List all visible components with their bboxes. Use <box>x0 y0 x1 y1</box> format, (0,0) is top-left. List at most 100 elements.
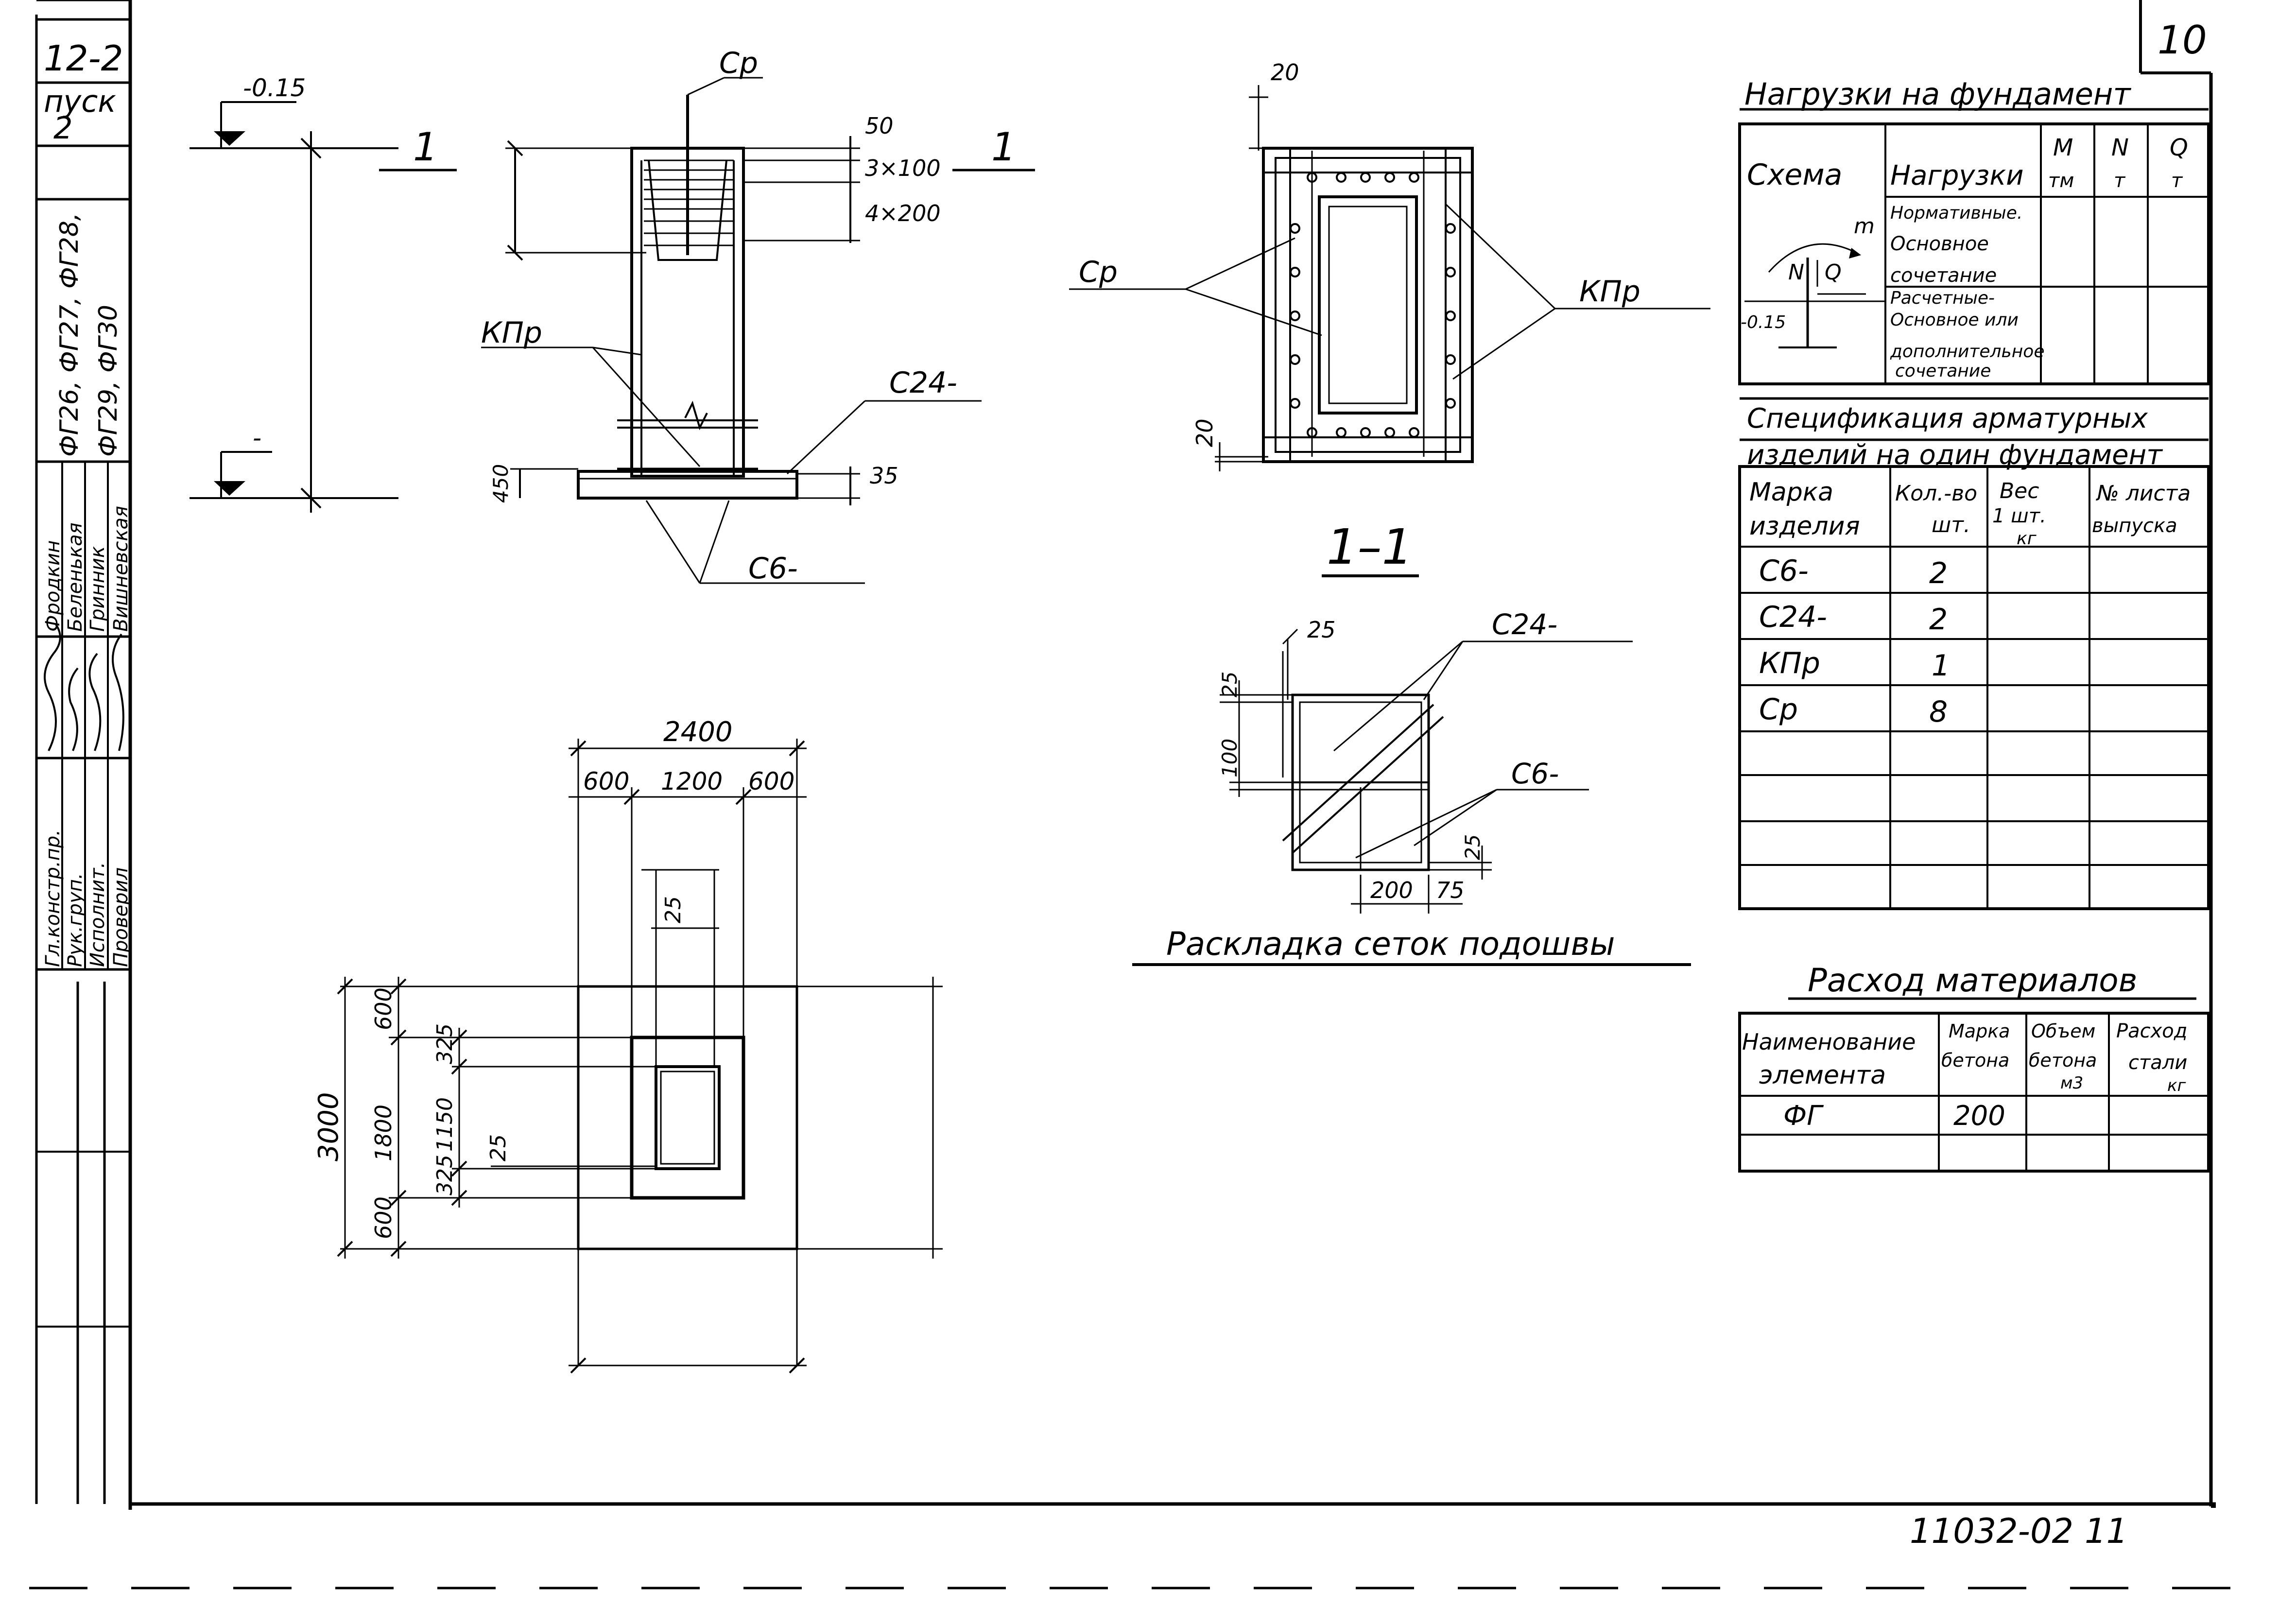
dim-3x100: 3×100 <box>865 155 941 181</box>
loads-header-n-unit: т <box>2114 170 2126 192</box>
loads-table <box>1738 108 2210 441</box>
sheet-frame <box>29 0 2274 1590</box>
spec-header-weight-3: кг <box>2017 529 2037 549</box>
loads-row1-line1: Нормативные. <box>1890 203 2022 223</box>
section-1-1 <box>1069 85 1710 577</box>
mesh-dim-100: 100 <box>1218 739 1242 778</box>
loads-row2-line4: сочетание <box>1895 361 1991 381</box>
section-dim-bottom: 20 <box>1191 418 1218 447</box>
bar-dot <box>1409 427 1419 438</box>
spec-title-2: изделий на один фундамент <box>1747 439 2163 471</box>
spec-header-qty-1: Кол.-во <box>1895 481 1977 506</box>
scheme-label-n: N <box>1788 260 1804 285</box>
plan-h-mid: 1800 <box>370 1105 397 1161</box>
foundation-marks-2: ФГ29, ФГ30 <box>94 305 123 457</box>
foundation-marks-1: ФГ26, ФГ27, ФГ28, <box>55 213 84 457</box>
materials-header-volume-3: м3 <box>2060 1073 2083 1093</box>
elevation-label-c24: С24- <box>889 366 957 400</box>
spec-header-qty-2: шт. <box>1932 513 1970 537</box>
section-dim-top: 20 <box>1271 59 1299 86</box>
bar-dot <box>1445 311 1456 321</box>
role-1: Гл.констр.пр. <box>42 829 64 967</box>
section-label-sr: Ср <box>1079 255 1118 289</box>
plan-gap-side: 25 <box>486 1134 511 1161</box>
dim-35: 35 <box>870 463 898 489</box>
materials-row-1-grade: 200 <box>1953 1100 2005 1132</box>
bar-dot <box>1384 172 1395 183</box>
bar-dot <box>1290 223 1300 234</box>
materials-header-steel-3: кг <box>2167 1076 2187 1095</box>
name-1: Фродкин <box>42 540 64 632</box>
materials-header-steel-1: Расход <box>2116 1020 2187 1042</box>
bar-dot <box>1307 427 1317 438</box>
issue-number: 2 <box>53 110 72 146</box>
scheme-label-level: -0.15 <box>1741 312 1786 332</box>
materials-title: Расход материалов <box>1808 962 2138 999</box>
series-top: 12-2 <box>44 38 123 79</box>
loads-header-loads: Нагрузки <box>1890 160 2024 191</box>
spec-title-1: Спецификация арматурных <box>1747 403 2148 434</box>
mesh-label-c6: С6- <box>1511 757 1559 790</box>
loads-header-scheme: Схема <box>1747 158 1842 192</box>
elevation-label-sr: Ср <box>719 46 758 80</box>
spec-row-1-qty: 2 <box>1929 556 1948 590</box>
plan-w-left: 600 <box>583 767 629 795</box>
role-3: Исполнит. <box>86 862 109 967</box>
spec-header-weight-2: 1 шт. <box>1992 505 2046 527</box>
materials-header-grade-2: бетона <box>1941 1050 2009 1071</box>
plan-h-bot: 600 <box>370 1196 397 1239</box>
bar-dot <box>1445 223 1456 234</box>
loads-row2-line2: Основное или <box>1890 310 2019 330</box>
mesh-title: Раскладка сеток подошвы <box>1166 925 1615 963</box>
loads-row1-line3: сочетание <box>1890 264 1997 287</box>
bar-dot <box>1409 172 1419 183</box>
dim-450: 450 <box>489 464 513 503</box>
plan-width-total: 2400 <box>663 716 733 748</box>
mesh-label-c24: С24- <box>1492 608 1557 641</box>
bar-dot <box>1290 267 1300 277</box>
mesh-layout <box>1132 628 1691 966</box>
bar-dot <box>1290 354 1300 365</box>
materials-table <box>1738 997 2210 1173</box>
plan-w-mid: 1200 <box>661 767 723 795</box>
dim-50: 50 <box>865 113 894 139</box>
dim-4x200: 4×200 <box>865 200 941 226</box>
scheme-label-m: m <box>1854 214 1875 239</box>
materials-row-1-name: ФГ <box>1783 1100 1824 1132</box>
plan-w-right: 600 <box>748 767 794 795</box>
bar-dot <box>1336 427 1347 438</box>
section-title: 1–1 <box>1327 518 1413 575</box>
materials-header-volume-1: Объем <box>2031 1020 2095 1042</box>
level-marker-bottom <box>214 481 245 496</box>
scheme-label-q: Q <box>1825 260 1842 285</box>
loads-header-q-unit: т <box>2171 170 2183 192</box>
section-bar-dots <box>1290 172 1456 438</box>
elevation-label-c6: С6- <box>748 552 798 586</box>
bar-dot <box>1290 398 1300 409</box>
plan-inner-top: 325 <box>432 1023 457 1064</box>
mesh-dim-25-right: 25 <box>1461 834 1485 860</box>
spec-header-sheet-1: № листа <box>2095 481 2191 506</box>
spec-row-2-qty: 2 <box>1929 603 1948 637</box>
materials-header-grade-1: Марка <box>1949 1020 2010 1042</box>
spec-header-mark-2: изделия <box>1749 512 1860 541</box>
bar-dot <box>1384 427 1395 438</box>
spec-table <box>1738 465 2210 910</box>
plan-view <box>337 739 943 1374</box>
bar-dot <box>1445 267 1456 277</box>
section-label-kpr: КПр <box>1579 275 1640 309</box>
document-sheet-number: 11 <box>2085 1511 2128 1551</box>
title-strip <box>35 0 130 1504</box>
spec-header-weight-1: Вес <box>2000 479 2039 503</box>
section-mark-left: 1 <box>413 124 438 170</box>
materials-header-name-2: элемента <box>1759 1061 1886 1090</box>
loads-header-m-unit: тм <box>2048 170 2074 192</box>
page-number: 10 <box>2158 17 2207 63</box>
loads-row2-line1: Расчетные- <box>1890 288 1995 308</box>
loads-header-n: N <box>2111 134 2129 161</box>
name-4: Вишневская <box>110 506 132 632</box>
signatures <box>44 623 124 751</box>
spec-row-3-mark: КПр <box>1759 646 1820 680</box>
mesh-dim-200: 200 <box>1370 877 1413 903</box>
